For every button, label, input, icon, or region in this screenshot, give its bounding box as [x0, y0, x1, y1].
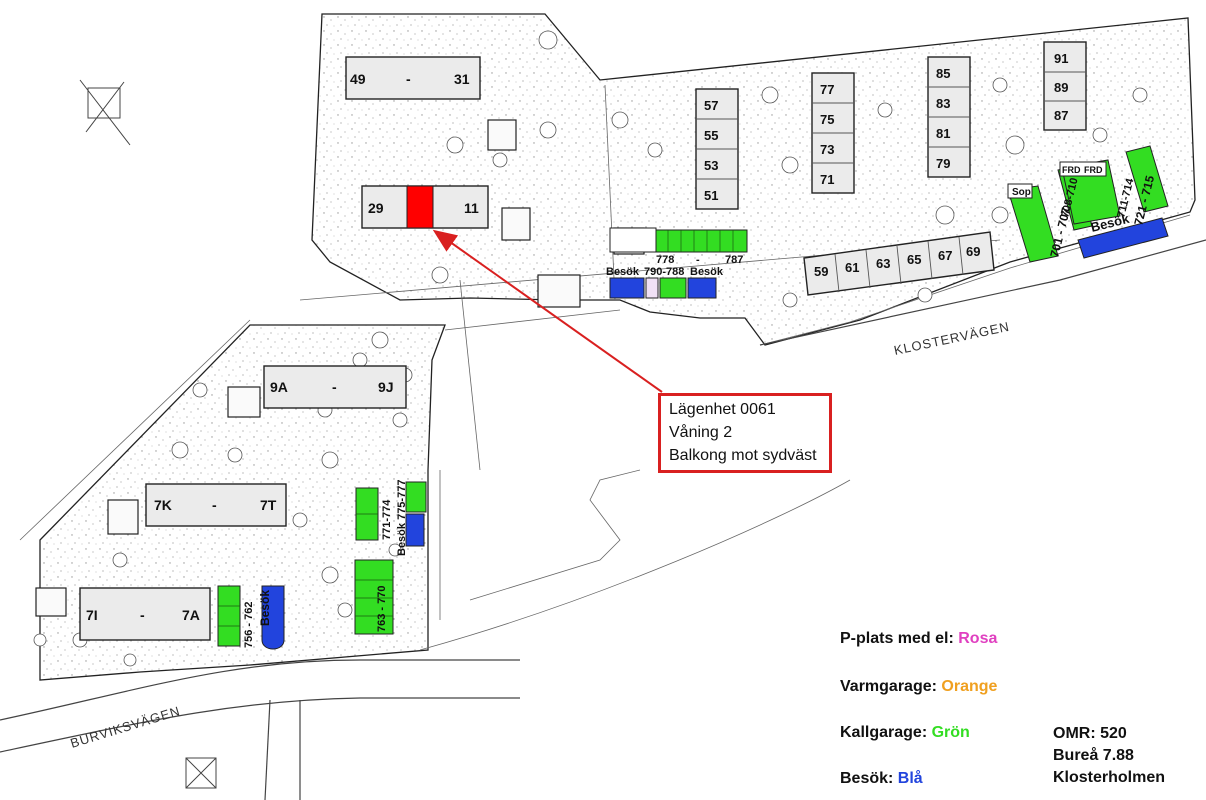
label-31: 31	[454, 71, 470, 87]
legend-besok-label: Besök:	[840, 770, 898, 787]
label-91: 91	[1054, 51, 1068, 66]
label-61: 61	[845, 260, 859, 275]
callout-floor: Våning 2	[669, 424, 733, 441]
label-9a: 9A	[270, 379, 288, 395]
label-87: 87	[1054, 108, 1068, 123]
label-9j: 9J	[378, 379, 394, 395]
building-49-31[interactable]	[345, 56, 481, 100]
area-name: Klosterholmen	[1053, 769, 1166, 786]
parking-areas	[217, 145, 1169, 650]
label-9-sep: -	[332, 379, 337, 395]
area-info: OMR: 520 Bureå 7.88 Klosterholmen	[1053, 723, 1165, 789]
label-67: 67	[938, 248, 952, 263]
callout-apartment: Lägenhet 0061	[669, 401, 776, 418]
label-73: 73	[820, 142, 834, 157]
label-756-762: 756 - 762	[243, 602, 255, 648]
label-29: 29	[368, 200, 384, 216]
label-besok-775: Besök 775-777	[396, 480, 408, 556]
road-burviksvagen: BURVIKSVÄGEN	[68, 703, 182, 751]
label-sop: Sop	[1012, 187, 1031, 198]
apartment-callout: Lägenhet 0061 Våning 2 Balkong mot sydvä…	[658, 393, 832, 473]
area-address: Bureå 7.88	[1053, 747, 1134, 764]
label-55: 55	[704, 128, 718, 143]
label-53: 53	[704, 158, 718, 173]
label-7t: 7T	[260, 497, 277, 513]
building-7k-7t[interactable]	[145, 483, 287, 527]
label-69: 69	[966, 244, 980, 259]
parking-besok-sw[interactable]	[261, 585, 285, 650]
building-91-87[interactable]	[1043, 41, 1087, 131]
label-71: 71	[820, 172, 834, 187]
site-lines	[19, 84, 1191, 651]
label-83: 83	[936, 96, 950, 111]
label-11: 11	[464, 200, 479, 216]
legend-kall-label: Kallgarage:	[840, 724, 932, 741]
label-771-774: 771-774	[381, 499, 393, 540]
label-81: 81	[936, 126, 950, 141]
building-9a-9j[interactable]	[263, 365, 407, 409]
legend-el-label: P-plats med el:	[840, 630, 959, 647]
area-omr: OMR: 520	[1053, 725, 1127, 742]
legend-varm-value: Orange	[941, 678, 998, 695]
label-763-770: 763 - 770	[376, 586, 388, 632]
label-49-sep: -	[406, 71, 411, 87]
label-7k-sep: -	[212, 497, 217, 513]
legend-kall-value: Grön	[931, 724, 970, 741]
label-790-788: 790-788	[644, 266, 684, 278]
label-787: 787	[725, 254, 743, 266]
legend-el: P-plats med el: Rosa	[840, 630, 997, 648]
selected-apartment[interactable]	[406, 185, 434, 229]
parking-besok-klostervagen[interactable]	[1077, 217, 1169, 259]
label-89: 89	[1054, 80, 1068, 95]
parking-775-777[interactable]	[405, 481, 427, 513]
label-besok-sw: Besök	[258, 590, 272, 626]
road-lines	[0, 239, 1206, 800]
building-dividers	[696, 71, 1086, 293]
label-besok-790-right: Besök	[690, 266, 724, 278]
road-klostervagen: KLOSTERVÄGEN	[893, 319, 1012, 358]
label-59: 59	[814, 264, 828, 279]
label-frd-1: FRD	[1062, 165, 1081, 175]
legend-besok-value: Blå	[897, 770, 923, 787]
building-7i-7a[interactable]	[79, 587, 211, 641]
label-49: 49	[350, 71, 366, 87]
legend-varm: Varmgarage: Orange	[840, 678, 997, 696]
legend-kall: Kallgarage: Grön	[840, 724, 970, 742]
label-57: 57	[704, 98, 718, 113]
label-7k: 7K	[154, 497, 172, 513]
label-65: 65	[907, 252, 921, 267]
building-labels: 49 - 31 29 11 57 55 53 51 77 75 73 71 85…	[86, 51, 1068, 623]
parking-besok-west[interactable]	[609, 277, 645, 299]
parking-756-762[interactable]	[217, 585, 241, 647]
parking-besok-east[interactable]	[687, 277, 717, 299]
label-51: 51	[704, 188, 718, 203]
label-778-sep: -	[696, 254, 700, 266]
map-crosses	[79, 79, 217, 789]
label-85: 85	[936, 66, 950, 81]
legend-el-value: Rosa	[958, 630, 998, 647]
parking-790-788[interactable]	[659, 277, 687, 299]
legend-varm-label: Varmgarage:	[840, 678, 942, 695]
label-75: 75	[820, 112, 834, 127]
label-7i: 7I	[86, 607, 98, 623]
label-7a: 7A	[182, 607, 200, 623]
parking-besok-775[interactable]	[405, 513, 425, 547]
legend-besok: Besök: Blå	[840, 770, 923, 788]
parking-stall-lines	[218, 230, 734, 627]
label-77: 77	[820, 82, 834, 97]
label-63: 63	[876, 256, 890, 271]
label-besok-790-left: Besök	[606, 266, 640, 278]
parking-763-770[interactable]	[354, 559, 394, 635]
callout-arrow	[432, 229, 663, 393]
label-7i-sep: -	[140, 607, 145, 623]
parking-el-790[interactable]	[645, 277, 659, 299]
label-79: 79	[936, 156, 950, 171]
callout-balcony: Balkong mot sydväst	[669, 447, 817, 464]
label-frd-2: FRD	[1084, 165, 1103, 175]
label-778: 778	[656, 254, 674, 266]
parking-721-715[interactable]	[1125, 145, 1169, 213]
